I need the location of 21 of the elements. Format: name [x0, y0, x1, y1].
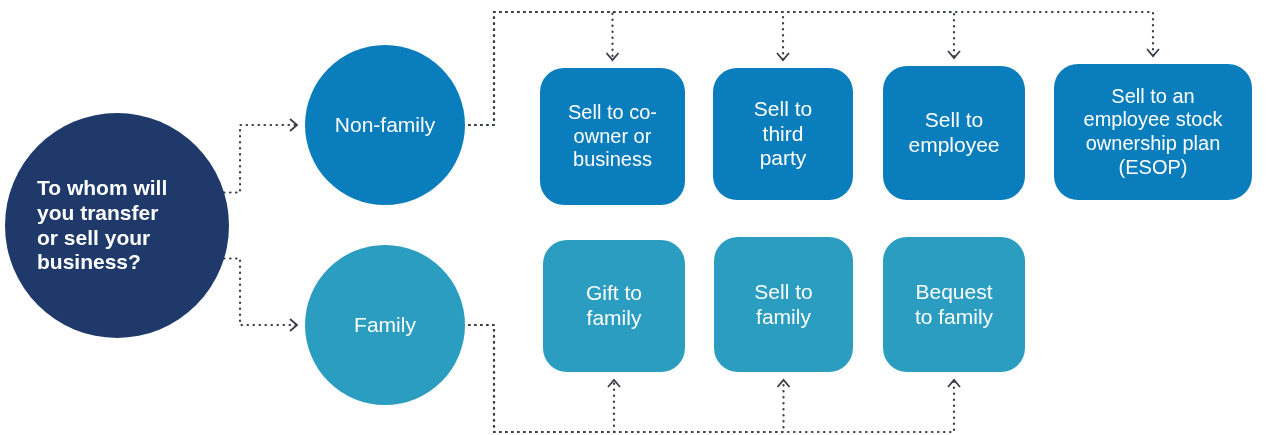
option-box — [713, 68, 853, 200]
node-label: Family — [354, 312, 416, 338]
node-label: Bequest to family — [913, 279, 995, 330]
node-label: Gift to family — [585, 281, 643, 331]
node-label: Sell to an employee stock ownership plan (ESOP) — [1082, 84, 1224, 180]
dotted-arrow — [467, 10, 1160, 127]
node-label: Sell to employee — [907, 108, 1001, 158]
option-box — [883, 237, 1025, 372]
option-box — [714, 237, 853, 372]
option-box — [883, 66, 1025, 200]
node-label: Non-family — [334, 112, 436, 138]
node-label: Sell to co-owner or business — [567, 101, 658, 172]
option-box — [1054, 64, 1252, 200]
option-box — [540, 68, 685, 205]
node-label: Sell to family — [753, 279, 814, 330]
dotted-arrow — [222, 257, 299, 332]
dotted-arrow — [222, 118, 299, 194]
dotted-arrow — [467, 323, 961, 434]
option-box — [543, 240, 685, 372]
node-label: Sell to third party — [752, 96, 814, 172]
node-label: To whom will you transfer or sell your business? — [37, 175, 169, 276]
